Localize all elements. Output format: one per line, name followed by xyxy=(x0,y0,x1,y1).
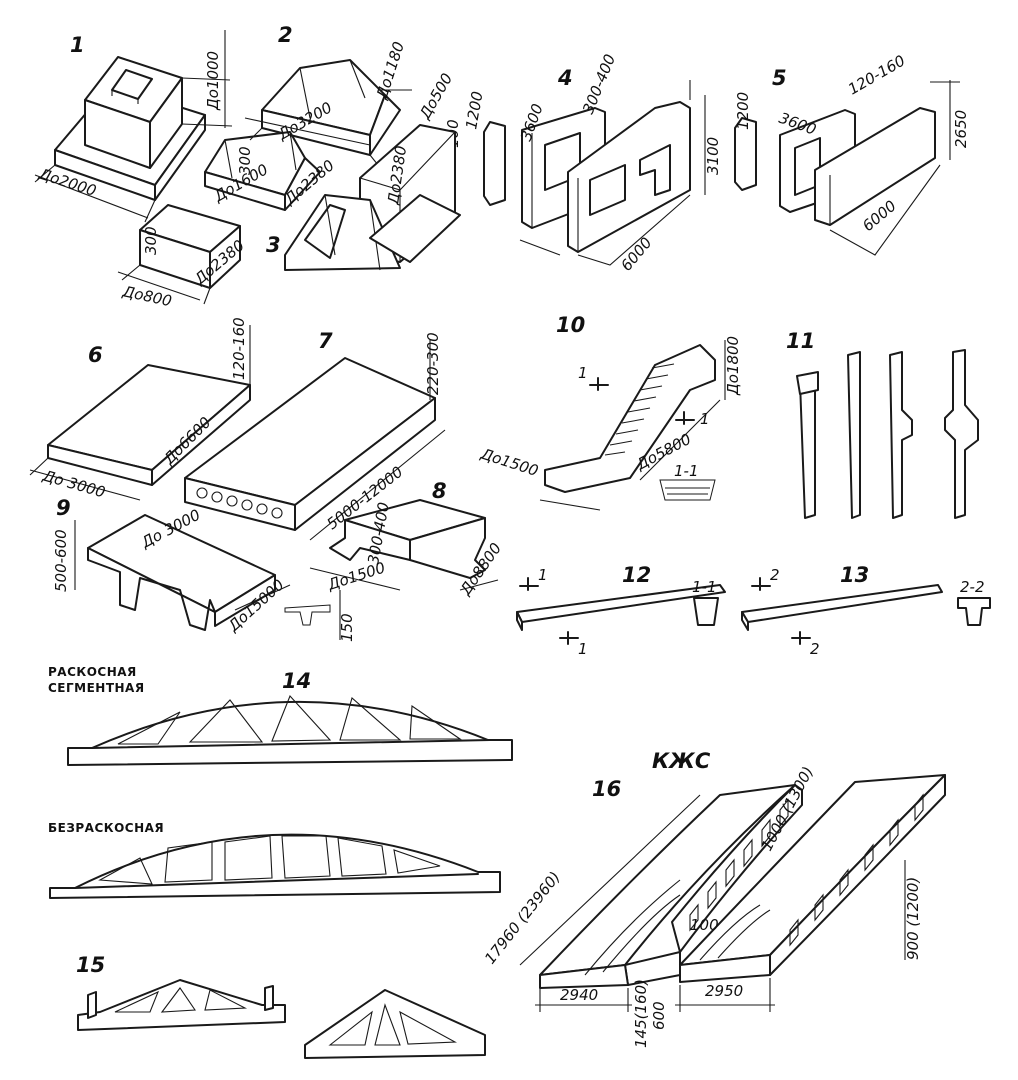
element-16-kzhs-shells: 16 КЖС 17960 (23960) 1000 (1300) 100 900… xyxy=(481,749,946,1048)
section-10-label: 1-1 xyxy=(674,462,699,480)
dim-6-120-160: 120-160 xyxy=(230,317,248,380)
number-6: 6 xyxy=(88,343,103,367)
number-14: 14 xyxy=(282,669,311,693)
dim-16-100: 100 xyxy=(690,916,719,934)
number-15: 15 xyxy=(76,953,105,977)
section-10-cut-a: 1 xyxy=(578,364,588,382)
dim-16-900: 900 (1200) xyxy=(904,877,922,960)
element-7-hollow-slab: 7 220-300 5000-12000 xyxy=(184,329,446,541)
dim-4-300-400: 300-400 xyxy=(579,52,619,117)
dim-16-145: 145(160) xyxy=(632,979,650,1048)
kzhs-label: КЖС xyxy=(652,749,711,773)
dim-9-500-600: 500-600 xyxy=(52,529,70,592)
number-16: 16 xyxy=(592,777,621,801)
element-12-beam: 12 1 1 1-1 xyxy=(516,563,726,658)
caption-braced-line1: РАСКОСНАЯ xyxy=(48,665,137,679)
dim-10-1800: До1800 xyxy=(724,336,742,396)
dim-4-3100: 3100 xyxy=(704,137,722,175)
element-10-stair-flight: 10 1 1 1-1 До1800 До5800 До1500 xyxy=(478,313,742,511)
number-8: 8 xyxy=(432,479,447,503)
number-12: 12 xyxy=(622,563,651,587)
element-3-blocks: 3 До2380 300 До2380 До800 xyxy=(117,124,461,310)
dim-16-2950: 2950 xyxy=(705,982,743,1000)
section-13-cut-b: 2 xyxy=(810,640,820,658)
element-8-ribbed-slab: 8 300-400 До1500 До8800 xyxy=(309,479,505,599)
element-13-beam: 13 2 2 2-2 xyxy=(741,563,991,658)
element-14-trusses: РАСКОСНАЯ СЕГМЕНТНАЯ 14 БЕЗРАСКОСНАЯ xyxy=(48,665,513,899)
dim-5-2650: 2650 xyxy=(952,110,970,148)
dim-3-300: 300 xyxy=(142,226,160,255)
dim-4-1200: 1200 xyxy=(462,90,486,131)
dim-2-300: 300 xyxy=(236,146,254,175)
dim-5-120-160: 120-160 xyxy=(845,52,908,99)
dim-3-800: До800 xyxy=(120,282,173,310)
element-5-wall-panels: 5 1200 3600 120-160 2650 6000 xyxy=(734,52,970,256)
caption-no-brace: БЕЗРАСКОСНАЯ xyxy=(48,821,164,835)
number-13: 13 xyxy=(840,563,869,587)
section-10-cut-b: 1 xyxy=(700,410,710,428)
dim-9-150: 150 xyxy=(338,613,356,642)
number-7: 7 xyxy=(318,329,333,353)
number-3: 3 xyxy=(266,233,281,257)
number-2: 2 xyxy=(278,23,293,47)
element-4-wall-panels: 4 1200 3600 300-400 3100 6000 xyxy=(462,52,722,275)
section-13-label: 2-2 xyxy=(960,578,985,596)
number-1: 1 xyxy=(70,33,85,57)
number-11: 11 xyxy=(786,329,815,353)
section-13-cut-a: 2 xyxy=(770,566,780,584)
number-5: 5 xyxy=(772,66,787,90)
element-1-footing: 1 До1000 До2000 xyxy=(34,30,233,223)
section-12-cut-a: 1 xyxy=(538,566,548,584)
section-12-label: 1-1 xyxy=(692,578,717,596)
dim-10-1500: До1500 xyxy=(478,444,541,480)
element-2-foundation-blocks: 2 До1180 До3200 До500 100 300 До1600 До2… xyxy=(204,23,462,211)
dim-8-1500: До1500 xyxy=(325,558,388,594)
element-11-columns: 11 xyxy=(786,329,979,519)
number-4: 4 xyxy=(557,66,573,90)
dim-1-height: До1000 xyxy=(204,51,222,111)
dim-2-500: До500 xyxy=(415,70,456,123)
dim-16-2940: 2940 xyxy=(560,986,598,1004)
section-12-cut-b: 1 xyxy=(578,640,588,658)
caption-braced-line2: СЕГМЕНТНАЯ xyxy=(48,681,145,695)
dim-16-600: 600 xyxy=(650,1001,668,1030)
number-10: 10 xyxy=(556,313,585,337)
dim-5-1200: 1200 xyxy=(734,92,752,130)
number-9: 9 xyxy=(56,496,71,520)
dim-7-220-300: 220-300 xyxy=(424,332,442,395)
element-15-small-trusses: 15 xyxy=(76,953,486,1059)
dim-2-top: До1180 xyxy=(372,39,408,102)
